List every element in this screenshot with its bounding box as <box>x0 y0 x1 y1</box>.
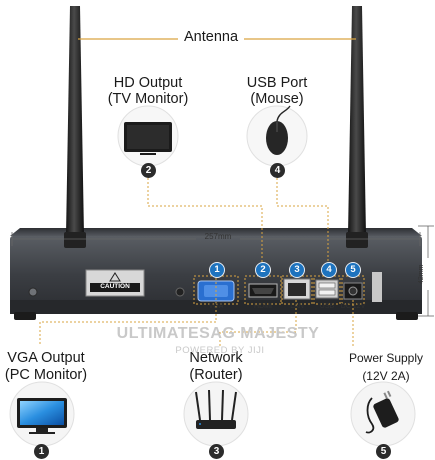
hd-callout-line <box>147 178 263 262</box>
network-callout-line <box>219 300 297 346</box>
port-badge-dc: 5 <box>345 262 361 278</box>
caution-label: CAUTION <box>100 283 130 290</box>
height-dimension-label: 42mm <box>418 264 425 284</box>
antenna-right <box>346 6 368 248</box>
mouse-icon <box>246 105 308 167</box>
usb-callout-line <box>276 178 329 262</box>
antenna-label: Antenna <box>183 29 239 45</box>
watermark-title: ULTIMATESAG MAJESTY <box>116 325 320 342</box>
port-name-lan: LAN <box>290 303 304 310</box>
vga-output-title: VGA Output <box>7 350 85 366</box>
tv-monitor-icon <box>117 105 179 167</box>
power-adapter-icon <box>350 381 416 447</box>
port-badge-hdmi: 2 <box>255 262 271 278</box>
width-dimension <box>11 232 421 246</box>
usb-port-badge: 4 <box>270 163 285 178</box>
network-badge: 3 <box>209 444 224 459</box>
watermark-subtitle: POWERED BY JIJI <box>175 345 265 356</box>
port-name-usb: USB <box>319 303 335 310</box>
port-frames <box>193 275 365 305</box>
power-supply-title: Power Supply <box>348 351 424 365</box>
power-supply-badge: 5 <box>376 444 391 459</box>
port-name-dc: DC 12V <box>340 303 366 310</box>
vga-callout-line <box>39 278 217 346</box>
pc-monitor-icon <box>9 381 75 447</box>
router-icon <box>183 381 249 447</box>
port-name-vga: VGA <box>208 303 224 310</box>
port-badge-usb: 4 <box>321 262 337 278</box>
antenna-left <box>64 6 86 248</box>
hd-output-title: HD Output <box>113 75 183 91</box>
hd-output-subtitle: (TV Monitor) <box>107 91 189 107</box>
port-badge-vga: 1 <box>209 262 225 278</box>
power-supply-subtitle: (12V 2A) <box>362 369 410 383</box>
hd-output-badge: 2 <box>141 163 156 178</box>
port-name-hdmi: HDMI <box>254 303 272 310</box>
vga-output-badge: 1 <box>34 444 49 459</box>
usb-port-subtitle: (Mouse) <box>250 91 304 107</box>
vga-output-subtitle: (PC Monitor) <box>4 367 88 383</box>
usb-port-title: USB Port <box>246 75 308 91</box>
height-dimension <box>418 225 434 317</box>
network-subtitle: (Router) <box>189 367 243 383</box>
port-badge-lan: 3 <box>289 262 305 278</box>
network-title: Network <box>189 350 243 366</box>
width-dimension-label: 257mm <box>204 232 232 241</box>
